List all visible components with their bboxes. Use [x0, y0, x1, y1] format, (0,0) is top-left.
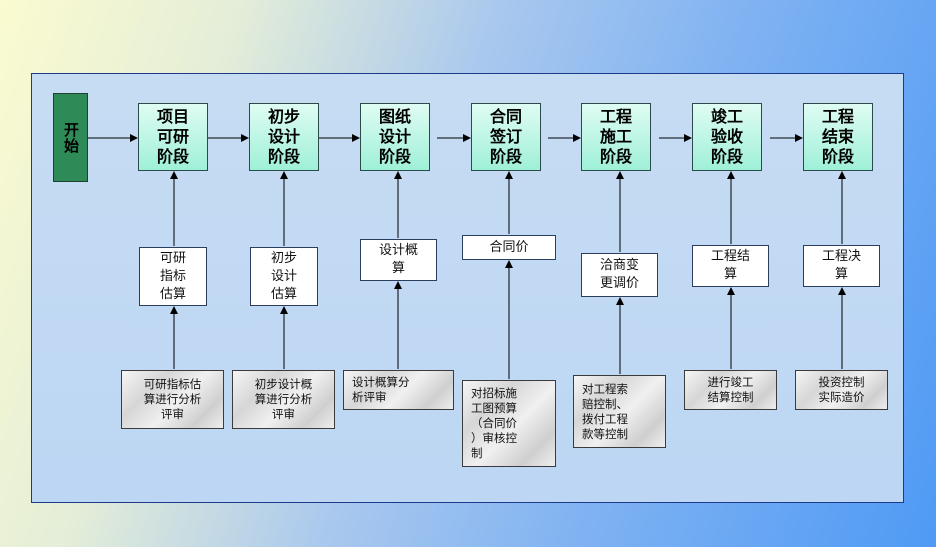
- estimate-change-adjustment: 洽商变 更调价: [581, 253, 658, 297]
- control-claims-payment: 对工程索 赔控制、 拨付工程 款等控制: [573, 375, 666, 448]
- start-node: 开始: [53, 93, 88, 182]
- control-settlement: 进行竣工 结算控制: [684, 370, 777, 410]
- estimate-design-budget: 设计概 算: [360, 239, 437, 281]
- estimate-preliminary: 初步 设计 估算: [250, 247, 318, 306]
- estimate-contract-price: 合同价: [462, 235, 556, 260]
- phase-acceptance: 竣工 验收 阶段: [692, 103, 762, 171]
- phase-completion: 工程 结束 阶段: [803, 103, 873, 171]
- phase-construction: 工程 施工 阶段: [581, 103, 651, 171]
- control-feasibility-review: 可研指标估 算进行分析 评审: [121, 370, 224, 429]
- estimate-settlement: 工程结 算: [692, 245, 769, 287]
- phase-feasibility: 项目 可研 阶段: [138, 103, 208, 171]
- phase-preliminary-design: 初步 设计 阶段: [249, 103, 319, 171]
- control-preliminary-review: 初步设计概 算进行分析 评审: [232, 370, 335, 429]
- control-actual-cost: 投资控制 实际造价: [795, 370, 888, 410]
- phase-contract-signing: 合同 签订 阶段: [471, 103, 541, 171]
- control-design-budget-review: 设计概算分 析评审: [343, 370, 454, 410]
- estimate-feasibility: 可研 指标 估算: [139, 247, 207, 306]
- phase-drawing-design: 图纸 设计 阶段: [360, 103, 430, 171]
- control-contract-price-audit: 对招标施 工图预算 （合同价 ）审核控 制: [462, 380, 556, 467]
- estimate-final-accounts: 工程决 算: [803, 245, 880, 287]
